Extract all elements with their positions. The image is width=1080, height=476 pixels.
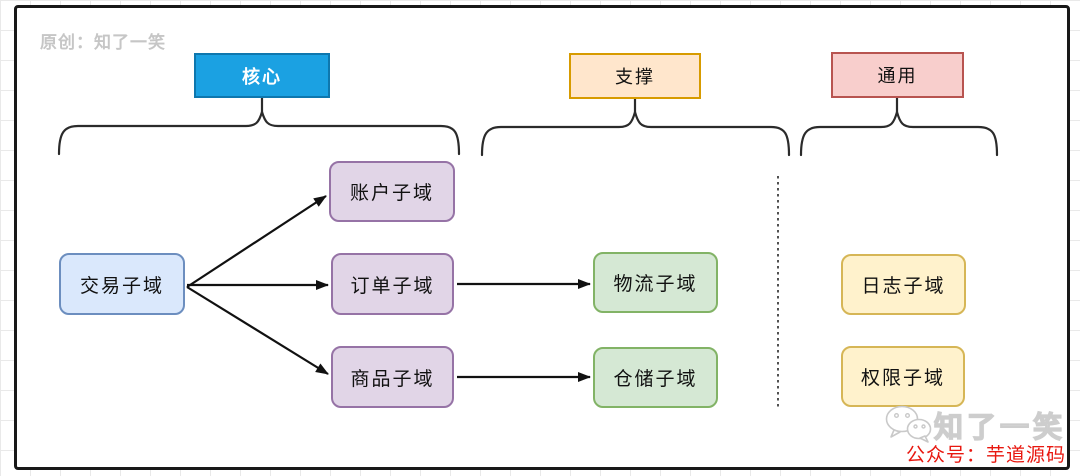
category-generic-label: 通用 <box>877 66 918 86</box>
brand-name: 知了一笑 <box>933 411 1067 444</box>
category-generic: 通用 <box>831 52 964 98</box>
brand-caption: 公众号：芋道源码 <box>906 445 1067 466</box>
node-label: 商品子域 <box>350 368 435 390</box>
node-order-subdomain: 订单子域 <box>331 253 454 315</box>
node-account-subdomain: 账户子域 <box>329 161 455 222</box>
node-label: 日志子域 <box>861 276 946 297</box>
node-trade-subdomain: 交易子域 <box>59 253 185 315</box>
node-product-subdomain: 商品子域 <box>331 346 454 408</box>
node-label: 权限子域 <box>860 368 945 389</box>
node-label: 订单子域 <box>350 275 435 297</box>
category-support-label: 支撑 <box>615 67 655 87</box>
node-permission-subdomain: 权限子域 <box>841 346 965 407</box>
node-label: 仓储子域 <box>613 369 698 390</box>
node-label: 物流子域 <box>613 274 698 295</box>
node-label: 账户子域 <box>349 183 434 204</box>
category-core-label: 核心 <box>242 66 282 87</box>
node-logistics-subdomain: 物流子域 <box>593 252 718 313</box>
node-warehouse-subdomain: 仓储子域 <box>593 347 718 408</box>
watermark-text: 原创：知了一笑 <box>40 33 166 52</box>
category-core: 核心 <box>194 53 330 98</box>
brand-footer: 知了一笑 公众号：芋道源码 <box>880 400 1070 468</box>
node-label: 交易子域 <box>79 275 164 297</box>
category-support: 支撑 <box>569 53 701 99</box>
node-log-subdomain: 日志子域 <box>841 254 966 315</box>
wechat-icon <box>885 405 932 443</box>
